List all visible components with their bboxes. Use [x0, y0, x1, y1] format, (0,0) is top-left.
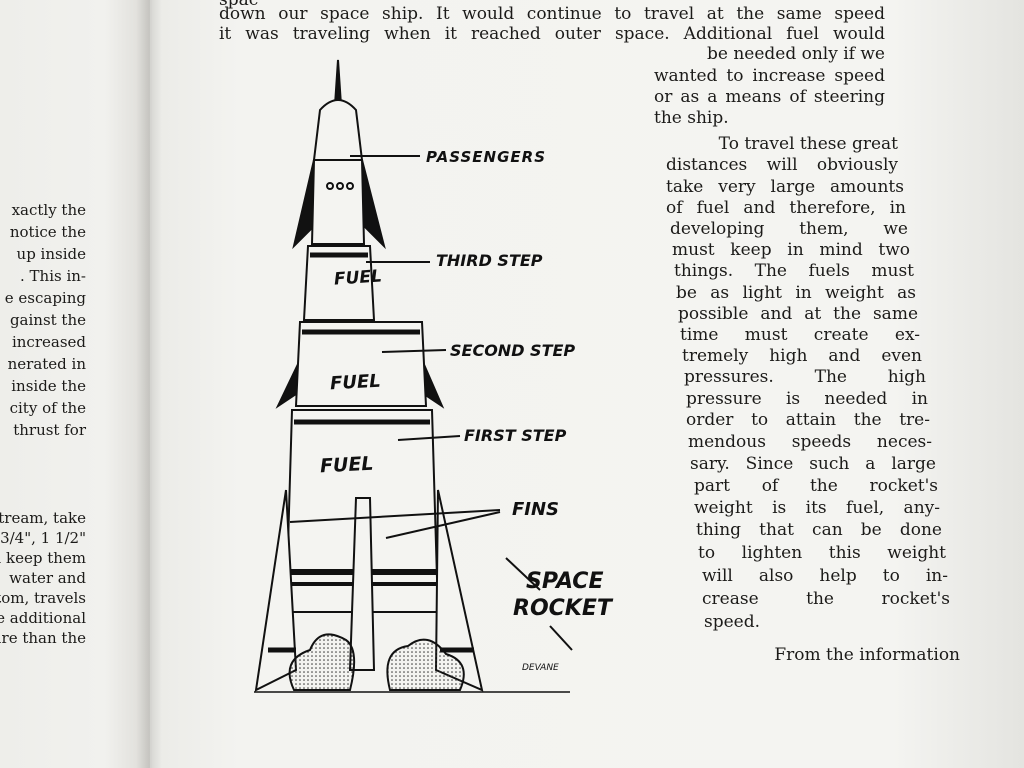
paragraph-line: distances will obviously: [666, 155, 898, 175]
porthole: [326, 182, 334, 190]
left-line: xactly the: [11, 201, 86, 219]
paragraph-line: crease the rocket's: [702, 589, 950, 609]
left-line: gainst the: [9, 311, 86, 329]
second-step-arrow: [381, 349, 447, 353]
space-rocket-tick: [549, 625, 573, 651]
paragraph-line: to lighten this weight: [698, 543, 946, 563]
left-line: ure than the: [0, 629, 86, 647]
book-gutter: [136, 0, 162, 768]
paragraph-line: be as light in weight as: [676, 283, 916, 303]
label-fuel-second: FUEL: [329, 370, 382, 395]
paragraph-line: sary. Since such a large: [690, 454, 936, 474]
paragraph-line: be needed only if we: [706, 44, 885, 64]
lower-fin-left: [254, 489, 298, 692]
paragraph-line: possible and at the same: [678, 304, 918, 324]
label-space: SPACE: [526, 569, 604, 594]
fins-arrow: [289, 509, 501, 523]
third-step: [302, 245, 376, 321]
exhaust-smoke: [386, 638, 465, 691]
paragraph-line: speed.: [704, 612, 761, 632]
porthole: [336, 182, 344, 190]
paragraph-line: tremely high and even: [682, 346, 922, 366]
paragraph-line: thing that can be done: [696, 520, 942, 540]
left-line: notice the: [9, 223, 86, 241]
paragraph-line: things. The fuels must: [674, 261, 914, 281]
left-line: . This in-: [20, 267, 86, 285]
paragraph-line: order to attain the tre-: [686, 410, 930, 430]
lower-fin-center: [348, 497, 376, 671]
fins-arrow: [385, 511, 501, 539]
left-page: xactly the notice the up inside . This i…: [0, 0, 150, 768]
label-rocket: ROCKET: [513, 596, 612, 621]
label-third-step: THIRD STEP: [436, 251, 543, 270]
left-line: water and: [9, 569, 86, 587]
paragraph-line: pressure is needed in: [686, 389, 928, 409]
first-step-arrow: [397, 435, 461, 441]
paragraph-line: To travel these great: [718, 134, 898, 154]
left-line: increased: [11, 333, 86, 351]
paragraph-line: From the information: [774, 645, 960, 665]
exhaust-smoke: [288, 633, 356, 691]
passenger-capsule: [310, 159, 366, 245]
paragraph-line: wanted to increase speed: [654, 66, 885, 86]
left-line: stream, take: [0, 509, 86, 527]
intro-line: down our space ship. It would continue t…: [219, 4, 885, 24]
left-line: nerated in: [7, 355, 86, 373]
label-fuel-third: FUEL: [333, 266, 383, 290]
nose-cone: [312, 99, 364, 161]
left-line: up inside: [16, 245, 86, 263]
space-rocket-arrow: [505, 557, 541, 591]
label-fuel-first: FUEL: [319, 452, 375, 478]
left-line: ne additional: [0, 609, 86, 627]
artist-signature: DEVANE: [522, 663, 559, 673]
left-line: city of the: [9, 399, 86, 417]
paragraph-line: weight is its fuel, any-: [694, 498, 940, 518]
left-line: thrust for: [13, 421, 86, 439]
left-line: inside the: [11, 377, 86, 395]
porthole: [346, 182, 354, 190]
left-line: d keep them: [0, 549, 86, 567]
label-fins: FINS: [512, 499, 560, 520]
paragraph-line: the ship.: [654, 108, 729, 128]
paragraph-line: take very large amounts: [666, 177, 904, 197]
paragraph-line: part of the rocket's: [694, 476, 938, 496]
paragraph-line: must keep in mind two: [672, 240, 910, 260]
label-passengers: PASSENGERS: [426, 148, 547, 166]
cut-off-line: spac: [219, 0, 259, 10]
label-first-step: FIRST STEP: [464, 426, 567, 445]
paragraph-line: developing them, we: [670, 219, 908, 239]
second-step: [294, 321, 428, 407]
rocket-illustration: [254, 59, 573, 693]
paragraph-line: time must create ex-: [680, 325, 920, 345]
paragraph-line: pressures. The high: [684, 367, 926, 387]
left-line: e escaping: [4, 289, 86, 307]
label-second-step: SECOND STEP: [450, 341, 576, 360]
left-line: tom, travels: [0, 589, 86, 607]
paragraph-line: of fuel and therefore, in: [666, 198, 906, 218]
intro-line: it was traveling when it reached outer s…: [219, 24, 885, 44]
paragraph-line: will also help to in-: [702, 566, 948, 586]
paragraph-line: or as a means of steering: [654, 87, 885, 107]
left-line: e 3/4", 1 1/2": [0, 529, 86, 547]
paragraph-line: mendous speeds neces-: [688, 432, 932, 452]
